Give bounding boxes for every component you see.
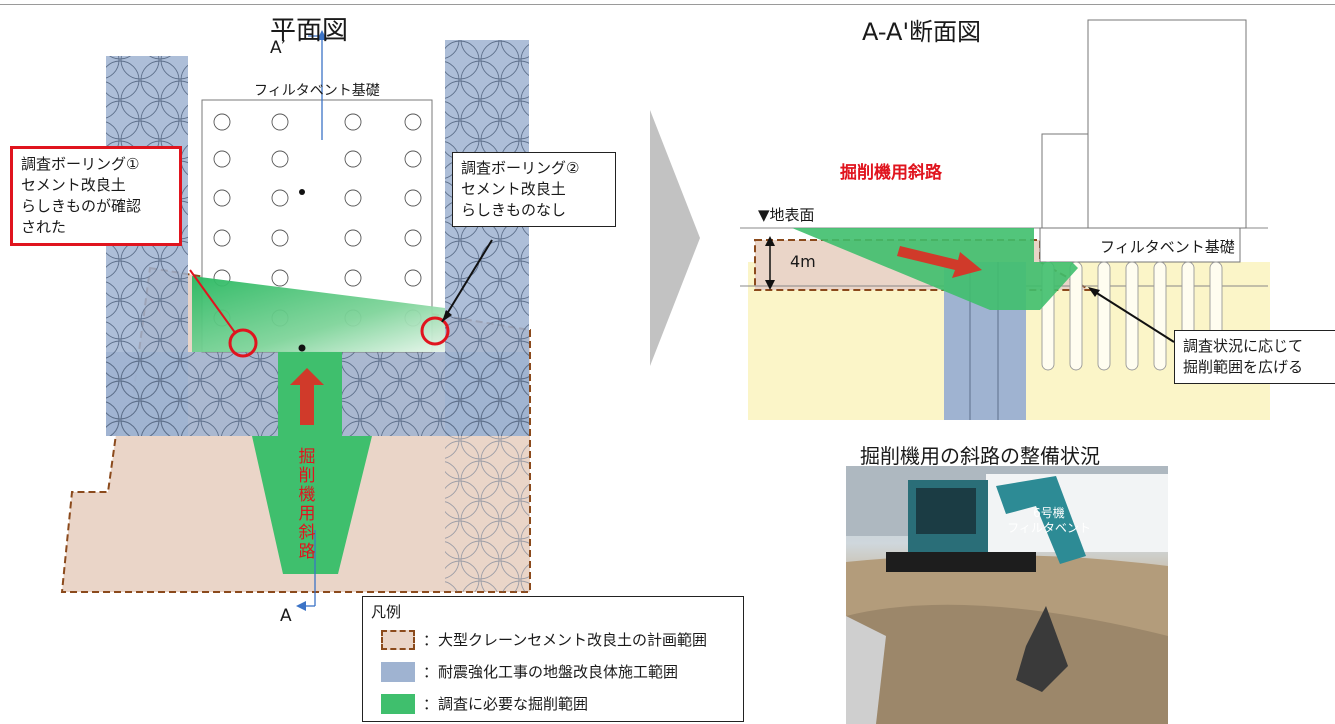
boring-1-callout: 調査ボーリング① セメント改良土 らしきものが確認 された xyxy=(10,146,182,246)
boring-1-marker xyxy=(228,328,258,358)
section-mark-top: A′ xyxy=(270,38,286,58)
section-view xyxy=(740,19,1270,420)
legend-label-cement: ：大型クレーンセメント改良土の計画範囲 xyxy=(423,631,707,649)
legend-title: 凡例 xyxy=(371,603,402,621)
pile-dot xyxy=(298,344,306,352)
legend-item-excavation: ：調査に必要な掘削範囲 xyxy=(381,693,588,714)
legend-swatch-seismic xyxy=(381,661,415,682)
plan-excavation-area xyxy=(192,276,445,352)
legend-swatch-excavation xyxy=(381,693,415,714)
legend-item-cement: ：大型クレーンセメント改良土の計画範囲 xyxy=(381,629,707,650)
section-mark-bottom: A xyxy=(280,606,292,626)
plan-foundation-label: フィルタベント基礎 xyxy=(254,83,380,99)
legend: 凡例 ：大型クレーンセメント改良土の計画範囲 ：耐震強化工事の地盤改良体施工範囲… xyxy=(362,596,744,722)
site-photo: 6号機 フィルタベント xyxy=(846,466,1168,724)
plan-ramp-label: 掘削機用斜路 xyxy=(298,447,316,562)
boring-2-callout: 調査ボーリング② セメント改良土 らしきものなし xyxy=(452,152,616,227)
section-ramp-label: 掘削機用斜路 xyxy=(840,163,942,183)
building-block xyxy=(1041,133,1089,229)
pile-dot xyxy=(299,189,305,195)
legend-item-seismic: ：耐震強化工事の地盤改良体施工範囲 xyxy=(381,661,678,682)
boring-2-marker xyxy=(420,316,450,346)
photo-caption: 6号機 フィルタベント xyxy=(1007,506,1091,535)
building-block xyxy=(1087,19,1247,229)
transition-arrow xyxy=(650,110,700,366)
plan-ramp xyxy=(252,352,372,574)
legend-label-excavation: ：調査に必要な掘削範囲 xyxy=(423,695,589,713)
section-excavation xyxy=(792,228,1078,310)
plan-red-arrow xyxy=(290,368,324,425)
section-foundation xyxy=(1039,227,1241,263)
photo-title: 掘削機用の斜路の整備状況 xyxy=(860,444,1100,468)
top-rule xyxy=(0,4,1335,5)
depth-label: 4m xyxy=(790,252,816,271)
section-piles xyxy=(1041,261,1223,371)
section-foundation-label: フィルタベント基礎 xyxy=(1100,238,1235,256)
plan-view xyxy=(60,30,531,611)
section-title: A-A'断面図 xyxy=(862,18,982,46)
legend-swatch-cement xyxy=(381,629,415,650)
expand-note: 調査状況に応じて 掘削範囲を広げる xyxy=(1174,330,1335,384)
plan-title: 平面図 xyxy=(270,16,349,46)
legend-label-seismic: ：耐震強化工事の地盤改良体施工範囲 xyxy=(423,663,679,681)
ground-level-label: ▼地表面 xyxy=(758,206,815,224)
section-red-arrow xyxy=(897,246,982,278)
